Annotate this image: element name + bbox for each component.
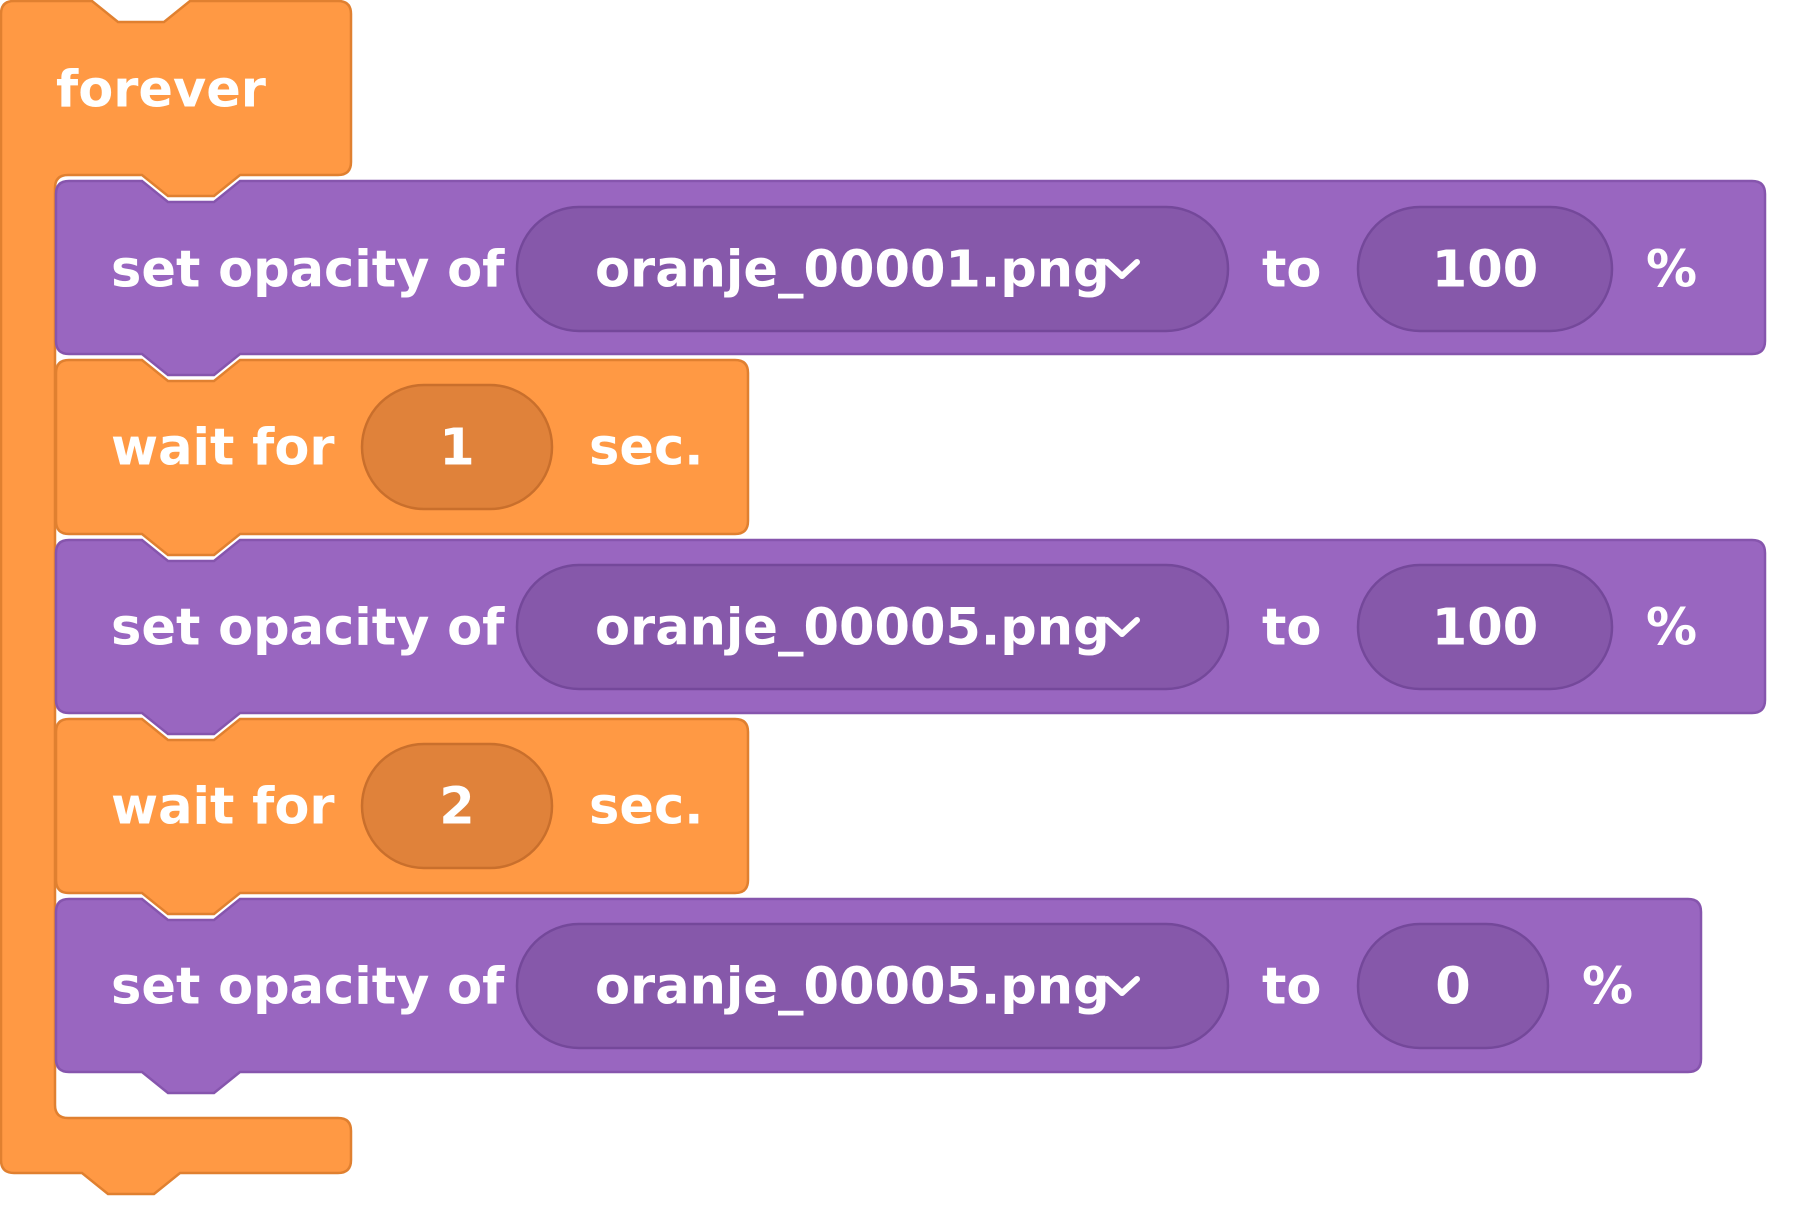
wait-seconds-field[interactable] [360, 742, 554, 870]
sec-label: sec. [589, 778, 704, 837]
sprite-dropdown-field[interactable] [515, 205, 1230, 333]
percent-label: % [1582, 958, 1633, 1017]
sprite-dropdown[interactable]: oranje_00001.png [515, 205, 1230, 333]
opacity-value: 100 [1432, 599, 1538, 658]
sprite-dropdown-value: oranje_00005.png [595, 599, 1110, 658]
wait-block-1[interactable]: wait for 1 sec. [54, 358, 750, 557]
opacity-value-input[interactable]: 100 [1356, 563, 1614, 691]
wait-seconds-value: 2 [439, 778, 475, 837]
wait-for-label: wait for [111, 419, 335, 478]
to-label: to [1262, 241, 1321, 300]
wait-seconds-field[interactable] [360, 383, 554, 511]
set-opacity-block-2[interactable]: set opacity of oranje_00005.png to 100 % [54, 538, 1767, 736]
sprite-dropdown[interactable]: oranje_00005.png [515, 922, 1230, 1050]
chevron-down-icon [1104, 617, 1140, 637]
set-opacity-label: set opacity of [111, 599, 505, 658]
to-label: to [1262, 958, 1321, 1017]
chevron-down-icon [1104, 976, 1140, 996]
forever-block-shape[interactable] [0, 0, 353, 1196]
forever-block[interactable]: forever [0, 0, 353, 1196]
wait-seconds-input[interactable]: 1 [360, 383, 554, 511]
opacity-value-field[interactable] [1356, 205, 1614, 333]
wait-seconds-input[interactable]: 2 [360, 742, 554, 870]
to-label: to [1262, 599, 1321, 658]
wait-seconds-value: 1 [439, 419, 475, 478]
set-opacity-block-1[interactable]: set opacity of oranje_00001.png to 100 % [54, 179, 1767, 377]
set-opacity-block-3[interactable]: set opacity of oranje_00005.png to 0 % [54, 897, 1703, 1095]
opacity-value: 100 [1432, 241, 1538, 300]
opacity-value: 0 [1435, 958, 1471, 1017]
percent-label: % [1646, 599, 1697, 658]
opacity-value-input[interactable]: 0 [1356, 922, 1550, 1050]
opacity-value-field[interactable] [1356, 563, 1614, 691]
set-opacity-label: set opacity of [111, 241, 505, 300]
chevron-down-icon [1104, 259, 1140, 279]
sprite-dropdown[interactable]: oranje_00005.png [515, 563, 1230, 691]
wait-block-2[interactable]: wait for 2 sec. [54, 717, 750, 916]
opacity-value-input[interactable]: 100 [1356, 205, 1614, 333]
sprite-dropdown-value: oranje_00001.png [595, 241, 1110, 300]
wait-for-label: wait for [111, 778, 335, 837]
percent-label: % [1646, 241, 1697, 300]
sprite-dropdown-value: oranje_00005.png [595, 958, 1110, 1017]
forever-label: forever [56, 61, 266, 120]
sec-label: sec. [589, 419, 704, 478]
sprite-dropdown-field[interactable] [515, 922, 1230, 1050]
set-opacity-label: set opacity of [111, 958, 505, 1017]
sprite-dropdown-field[interactable] [515, 563, 1230, 691]
opacity-value-field[interactable] [1356, 922, 1550, 1050]
